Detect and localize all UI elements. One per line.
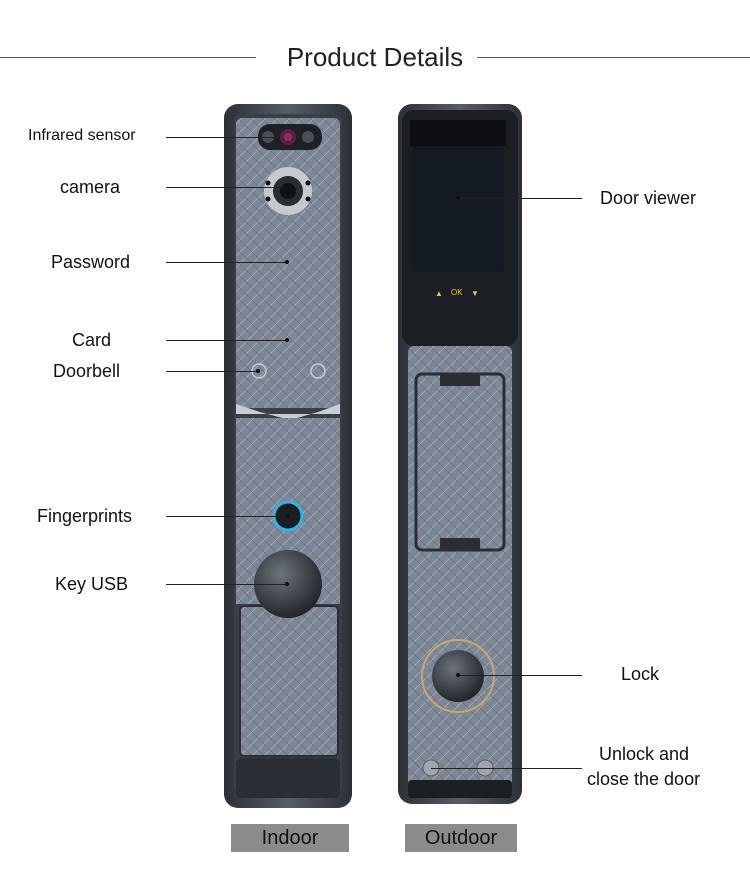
screen-up-button[interactable]: ▲: [435, 289, 443, 298]
title-rule-left: [0, 57, 256, 58]
label-password: Password: [51, 252, 131, 272]
label-key-usb: Key USB: [55, 574, 129, 594]
leader-dot: [456, 673, 460, 677]
leader-lock: [458, 675, 582, 676]
leader-key-usb: [166, 584, 286, 585]
leader-dot: [285, 338, 289, 342]
leader-dot: [256, 369, 260, 373]
leader-dot: [285, 514, 289, 518]
label-door-viewer: Door viewer: [600, 188, 697, 208]
title-rule-right: [472, 57, 750, 58]
label-camera: camera: [60, 177, 121, 197]
label-card: Card: [72, 330, 112, 350]
door-viewer-screen: [412, 144, 504, 272]
leader-dot: [285, 260, 289, 264]
doorbell-glyph-right: [310, 363, 326, 379]
screen-down-button[interactable]: ▼: [471, 289, 479, 298]
label-unlock-line1: Unlock and: [599, 744, 690, 764]
header: Product Details: [0, 38, 750, 78]
leader-unlock: [431, 768, 582, 769]
indoor-lock: [224, 104, 352, 808]
leader-dot: [456, 196, 460, 200]
leader-password: [166, 262, 286, 263]
label-doorbell: Doorbell: [53, 361, 121, 381]
indoor-chrome-strip: [236, 404, 340, 420]
label-infrared-sensor: Infrared sensor: [28, 127, 136, 144]
outdoor-handle: [414, 372, 506, 552]
leader-door-viewer: [458, 198, 582, 199]
outdoor-lock: [398, 104, 522, 804]
leader-doorbell: [166, 371, 258, 372]
label-fingerprints: Fingerprints: [37, 506, 133, 526]
leader-camera: [166, 187, 284, 188]
caption-indoor: Indoor: [231, 824, 349, 852]
page-title: Product Details: [0, 42, 750, 73]
label-lock: Lock: [621, 664, 660, 684]
screen-ok-button[interactable]: OK: [451, 288, 463, 297]
label-unlock-line2: close the door: [587, 769, 701, 789]
indoor-handle: [239, 605, 339, 757]
indoor-bottom: [236, 758, 340, 798]
leader-fingerprints: [166, 516, 286, 517]
leader-infrared: [166, 137, 278, 138]
leader-card: [166, 340, 286, 341]
lock-dial-ring: [421, 639, 495, 713]
leader-dot: [285, 582, 289, 586]
caption-outdoor: Outdoor: [405, 824, 517, 852]
